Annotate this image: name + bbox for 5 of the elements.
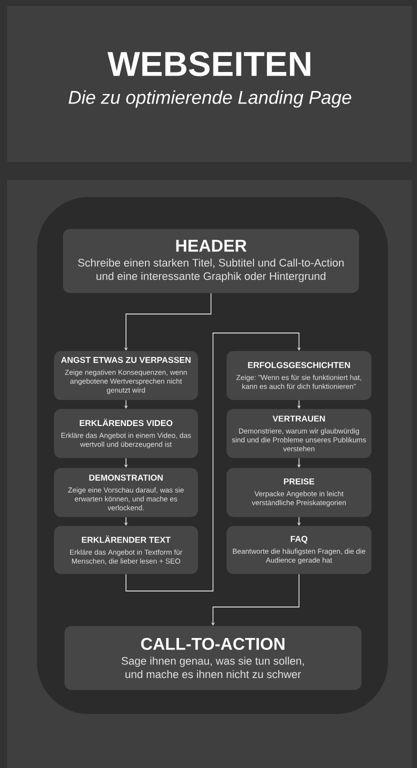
- arrow: [126, 332, 301, 592]
- section-card: CALL-TO-ACTION Sage ihnen genau, was sie tun sollen, und mache es ihnen nicht zu schwer: [64, 626, 362, 690]
- title: WEBSEITEN: [107, 52, 310, 76]
- subtitle: Die zu optimierende Landing Page: [68, 90, 352, 108]
- section-card: HEADER Schreibe einen starken Titel, Subtitel und Call-to-Action und eine interessante Graphik oder Hintergrund: [63, 229, 359, 293]
